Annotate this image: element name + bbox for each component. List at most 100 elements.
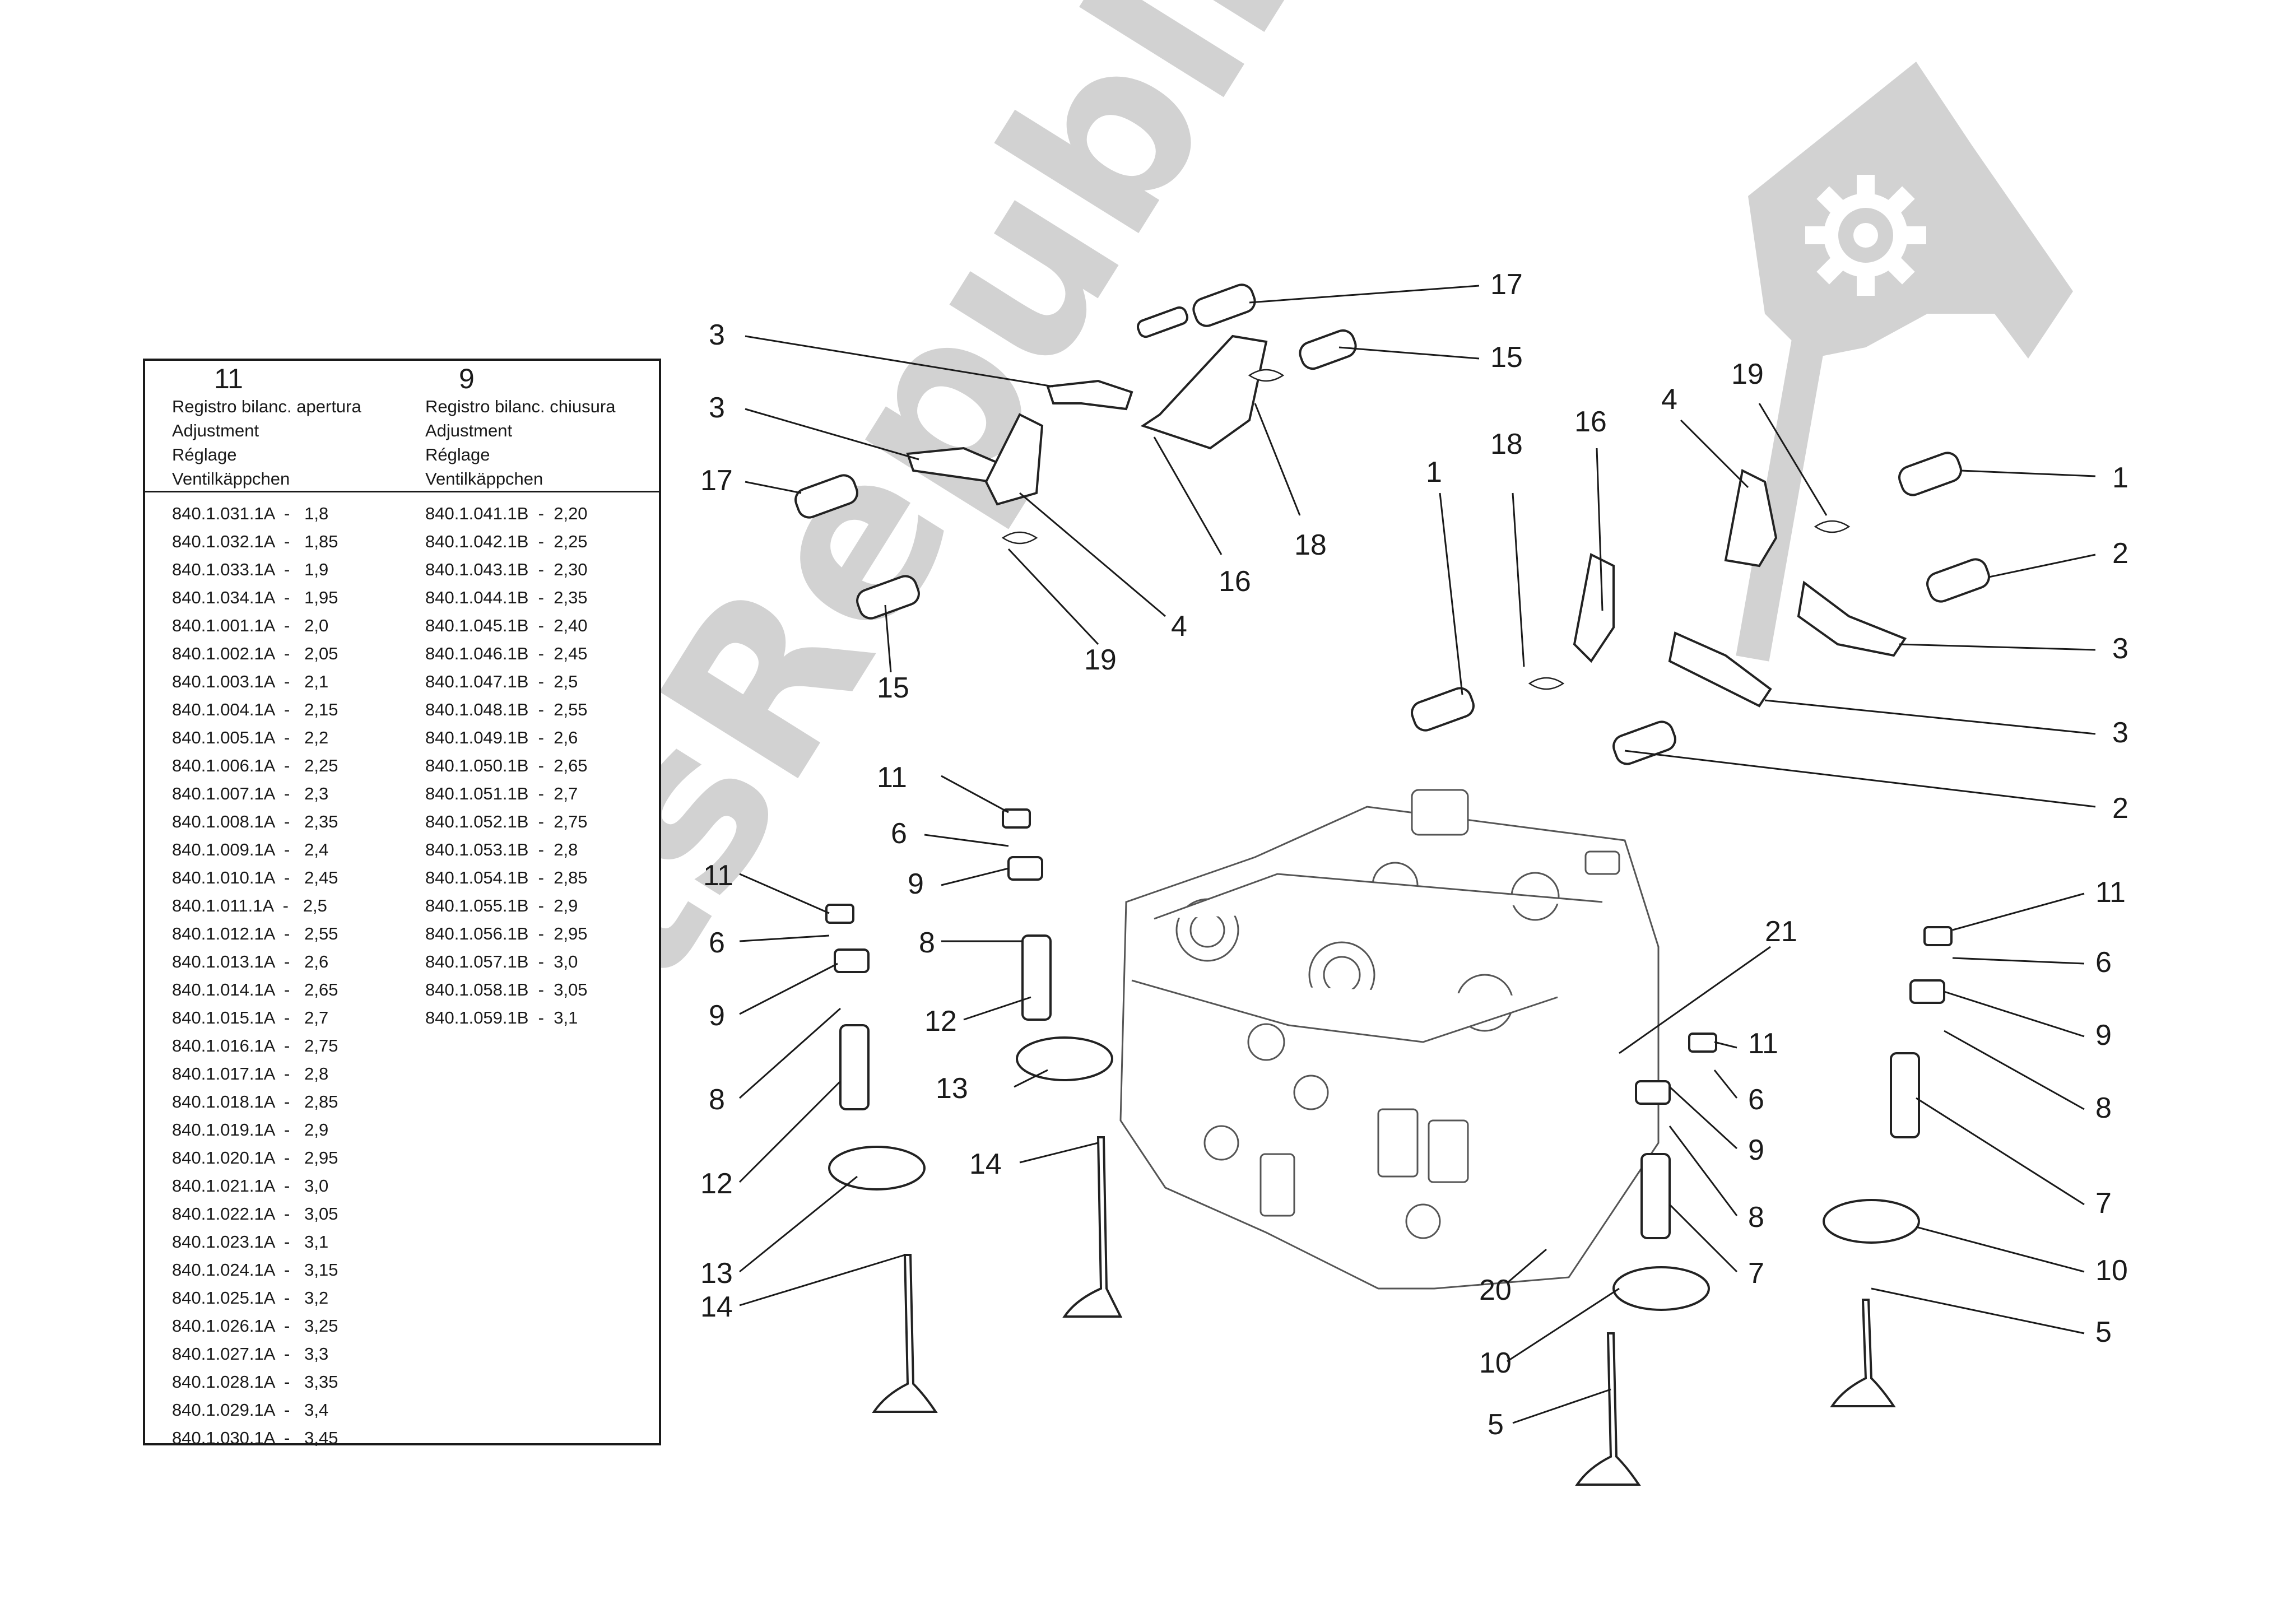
shim-row: 840.1.042.1B - 2,25 xyxy=(425,532,588,551)
column-header-it: Registro bilanc. apertura xyxy=(172,397,361,416)
leader-lines xyxy=(738,285,2096,1424)
callout-18: 18 xyxy=(1490,428,1523,461)
callout-3: 3 xyxy=(2112,717,2128,749)
shim-row: 840.1.023.1A - 3,1 xyxy=(172,1232,329,1252)
callout-5: 5 xyxy=(2095,1316,2112,1348)
shim-row: 840.1.026.1A - 3,25 xyxy=(172,1316,338,1336)
springs xyxy=(1001,369,1851,690)
shim-row: 840.1.019.1A - 2,9 xyxy=(172,1120,329,1140)
callout-6: 6 xyxy=(1748,1083,1764,1116)
shim-row: 840.1.030.1A - 3,45 xyxy=(172,1428,338,1448)
shim-size-table: 11 Registro bilanc. apertura Adjustment … xyxy=(143,359,661,1448)
callout-8: 8 xyxy=(1748,1201,1764,1234)
shim-row: 840.1.016.1A - 2,75 xyxy=(172,1036,338,1055)
callout-19: 19 xyxy=(1084,644,1117,676)
gear-icon xyxy=(1805,175,1926,296)
shim-row: 840.1.053.1B - 2,8 xyxy=(425,840,578,859)
column-part-number: 9 xyxy=(459,363,475,394)
closing-shim-column: 9 Registro bilanc. chiusura Adjustment R… xyxy=(425,361,661,1027)
callout-13: 13 xyxy=(700,1257,733,1290)
callout-7: 7 xyxy=(2095,1187,2112,1220)
shim-row: 840.1.050.1B - 2,65 xyxy=(425,756,588,775)
column-header-fr: Réglage xyxy=(425,445,490,464)
shim-row: 840.1.049.1B - 2,6 xyxy=(425,728,578,747)
shim-row: 840.1.045.1B - 2,40 xyxy=(425,616,588,635)
callout-11: 11 xyxy=(2095,876,2126,909)
shim-row: 840.1.032.1A - 1,85 xyxy=(172,532,338,551)
callout-2: 2 xyxy=(2112,792,2128,825)
shim-row: 840.1.055.1B - 2,9 xyxy=(425,896,578,915)
callout-21: 21 xyxy=(1765,915,1797,948)
shim-row: 840.1.033.1A - 1,9 xyxy=(172,560,329,579)
shim-row: 840.1.002.1A - 2,05 xyxy=(172,644,338,663)
opening-shim-rows: 840.1.031.1A - 1,8 840.1.032.1A - 1,85 840… xyxy=(172,500,338,1452)
column-header-en: Adjustment xyxy=(425,421,513,440)
callout-6: 6 xyxy=(2095,946,2112,979)
shim-row: 840.1.034.1A - 1,95 xyxy=(172,588,338,607)
shim-row: 840.1.001.1A - 2,0 xyxy=(172,616,329,635)
watermark-bar xyxy=(1736,324,1828,662)
shim-row: 840.1.027.1A - 3,3 xyxy=(172,1344,329,1364)
callout-3: 3 xyxy=(2112,633,2128,665)
shim-row: 840.1.022.1A - 3,05 xyxy=(172,1204,338,1224)
shim-row: 840.1.046.1B - 2,45 xyxy=(425,644,588,663)
callout-15: 15 xyxy=(1490,341,1523,374)
callout-10: 10 xyxy=(1479,1347,1512,1379)
column-header-it: Registro bilanc. chiusura xyxy=(425,397,616,416)
callout-2: 2 xyxy=(2112,537,2128,570)
shim-row: 840.1.024.1A - 3,15 xyxy=(172,1260,338,1280)
watermark-flag-shape xyxy=(1748,62,2073,359)
shim-row: 840.1.054.1B - 2,85 xyxy=(425,868,588,887)
column-header-fr: Réglage xyxy=(172,445,237,464)
callout-10: 10 xyxy=(2095,1254,2128,1287)
shim-row: 840.1.007.1A - 2,3 xyxy=(172,784,329,803)
opening-shim-column: 11 Registro bilanc. apertura Adjustment … xyxy=(172,361,419,1448)
column-header-de: Ventilkäppchen xyxy=(425,469,543,489)
shim-row: 840.1.029.1A - 3,4 xyxy=(172,1400,329,1420)
callout-12: 12 xyxy=(924,1005,957,1038)
callout-18: 18 xyxy=(1294,529,1327,561)
callout-4: 4 xyxy=(1171,610,1187,643)
shim-row: 840.1.008.1A - 2,35 xyxy=(172,812,338,831)
header-divider xyxy=(145,491,659,492)
callout-3: 3 xyxy=(709,392,725,424)
callout-4: 4 xyxy=(1661,383,1677,416)
callout-20: 20 xyxy=(1479,1274,1512,1306)
callout-14: 14 xyxy=(700,1291,733,1323)
callout-17: 17 xyxy=(700,464,733,497)
callout-1: 1 xyxy=(2112,462,2128,494)
callout-11: 11 xyxy=(877,761,907,794)
callout-19: 19 xyxy=(1731,358,1764,390)
callout-labels: 3 3 17 15 19 4 17 15 16 18 1 18 16 4 19 … xyxy=(700,268,2128,1441)
shim-row: 840.1.005.1A - 2,2 xyxy=(172,728,329,747)
shim-row: 840.1.052.1B - 2,75 xyxy=(425,812,588,831)
shim-row: 840.1.012.1A - 2,55 xyxy=(172,924,338,943)
shim-row: 840.1.059.1B - 3,1 xyxy=(425,1008,578,1027)
shim-row: 840.1.056.1B - 2,95 xyxy=(425,924,588,943)
column-header-de: Ventilkäppchen xyxy=(172,469,290,489)
callout-11: 11 xyxy=(703,859,733,892)
callout-13: 13 xyxy=(936,1072,968,1105)
shim-row: 840.1.013.1A - 2,6 xyxy=(172,952,329,971)
shim-row: 840.1.044.1B - 2,35 xyxy=(425,588,588,607)
callout-12: 12 xyxy=(700,1168,733,1200)
column-header-en: Adjustment xyxy=(172,421,259,440)
callout-9: 9 xyxy=(908,868,924,900)
callout-6: 6 xyxy=(709,927,725,959)
rocker-arms xyxy=(906,334,1907,708)
shim-row: 840.1.020.1A - 2,95 xyxy=(172,1148,338,1168)
shim-row: 840.1.004.1A - 2,15 xyxy=(172,700,338,719)
callout-6: 6 xyxy=(891,817,907,850)
shim-row: 840.1.048.1B - 2,55 xyxy=(425,700,588,719)
shim-row: 840.1.051.1B - 2,7 xyxy=(425,784,578,803)
callout-9: 9 xyxy=(1748,1134,1764,1166)
shim-row: 840.1.028.1A - 3,35 xyxy=(172,1372,338,1392)
shim-row: 840.1.031.1A - 1,8 xyxy=(172,504,329,523)
callout-1: 1 xyxy=(1426,456,1442,489)
shim-row: 840.1.015.1A - 2,7 xyxy=(172,1008,329,1027)
shim-row: 840.1.006.1A - 2,25 xyxy=(172,756,338,775)
shim-row: 840.1.057.1B - 3,0 xyxy=(425,952,578,971)
shim-row: 840.1.058.1B - 3,05 xyxy=(425,980,588,999)
callout-8: 8 xyxy=(919,927,935,959)
